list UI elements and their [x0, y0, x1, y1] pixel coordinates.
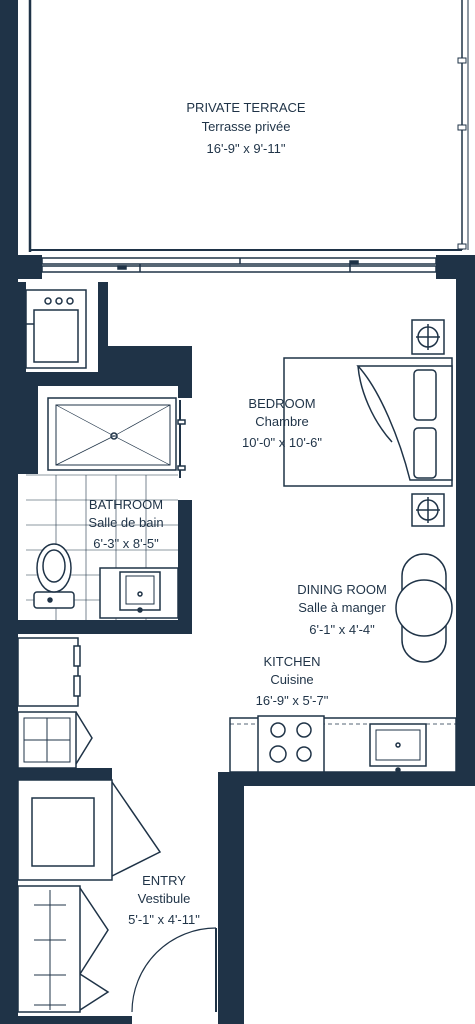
bedroom-name-fr: Chambre: [255, 414, 308, 429]
pantry-closet: [17, 711, 93, 769]
kitchen-name: KITCHEN: [263, 654, 320, 669]
toilet: [33, 543, 75, 609]
entry-door: [131, 927, 217, 1013]
label-kitchen: KITCHEN Cuisine 16'-9" x 5'-7": [256, 654, 329, 708]
dining-dims: 6'-1" x 4'-4": [309, 622, 375, 637]
nightstand-lamp-bottom: [411, 493, 445, 527]
coat-closet: [17, 885, 110, 1013]
label-bedroom: BEDROOM Chambre 10'-0" x 10'-6": [242, 396, 322, 450]
shower: [47, 397, 186, 478]
dining-name-fr: Salle à manger: [298, 600, 386, 615]
kitchen-name-fr: Cuisine: [270, 672, 313, 687]
bathroom-name: BATHROOM: [89, 497, 163, 512]
interior-walls: [14, 282, 192, 780]
cooktop: [257, 715, 325, 773]
kitchen-sink: [369, 723, 427, 773]
label-entry: ENTRY Vestibule 5'-1" x 4'-11": [128, 873, 200, 927]
label-dining: DINING ROOM Salle à manger 6'-1" x 4'-4": [297, 582, 387, 637]
sliding-door: [41, 257, 437, 273]
label-terrace: PRIVATE TERRACE Terrasse privée 16'-9" x…: [186, 100, 306, 156]
terrace-area: [28, 0, 469, 252]
entry-name-fr: Vestibule: [138, 891, 191, 906]
dining-name: DINING ROOM: [297, 582, 387, 597]
bed: [283, 357, 453, 487]
bathroom-name-fr: Salle de bain: [88, 515, 163, 530]
fridge: [17, 637, 81, 707]
nightstand-lamp-top: [411, 319, 445, 355]
label-bathroom: BATHROOM Salle de bain 6'-3" x 8'-5": [88, 497, 163, 551]
vanity-sink: [99, 567, 179, 619]
entry-closet: [17, 779, 162, 881]
bedroom-dims: 10'-0" x 10'-6": [242, 435, 322, 450]
dining-set: [395, 553, 453, 663]
entry-dims: 5'-1" x 4'-11": [128, 912, 200, 927]
terrace-name-fr: Terrasse privée: [202, 119, 291, 134]
bedroom-name: BEDROOM: [248, 396, 315, 411]
washer-dryer: [25, 289, 87, 369]
entry-name: ENTRY: [142, 873, 186, 888]
bathroom-dims: 6'-3" x 8'-5": [93, 536, 159, 551]
terrace-dims: 16'-9" x 9'-11": [207, 141, 286, 156]
terrace-name: PRIVATE TERRACE: [186, 100, 306, 115]
kitchen-dims: 16'-9" x 5'-7": [256, 693, 329, 708]
